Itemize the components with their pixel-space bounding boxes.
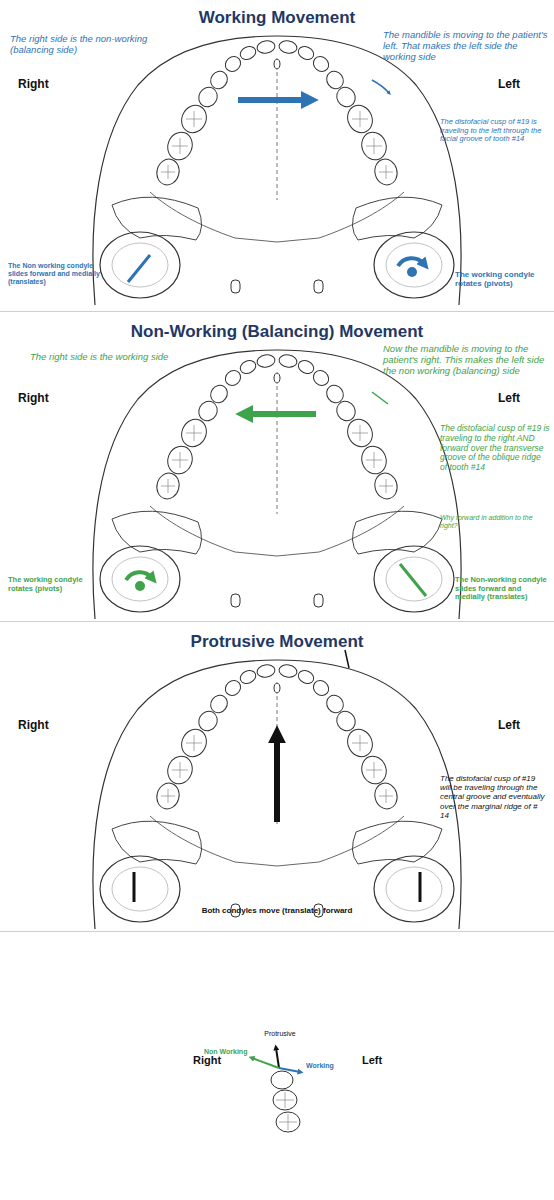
movement-arrow [274, 736, 280, 822]
condyle-translation [133, 872, 136, 902]
panel: Working MovementRight Left The right side … [0, 0, 554, 312]
movement-arrow [246, 411, 316, 417]
cusp-path [372, 392, 388, 404]
panel-title: Protrusive Movement [0, 632, 554, 652]
note-text: Now the mandible is moving to the patien… [383, 344, 548, 377]
tooth-grooves [276, 1092, 297, 1130]
panel: Non-Working (Balancing) MovementRight Lef… [0, 314, 554, 622]
cusp-path [345, 650, 349, 668]
side-label: Left [498, 392, 548, 406]
condyle-note: The Non-working condyle slides forward a… [455, 576, 550, 602]
panel: ProtrusiveNon WorkingWorkingRightLeft [0, 934, 554, 1200]
note-text: The distofacial cusp of #19 will be trav… [440, 774, 548, 820]
condyle-translation [400, 564, 426, 596]
rotation-arc [398, 258, 424, 266]
working-arrow [279, 1068, 300, 1072]
note-text: The distofacial cusp of #19 is traveling… [440, 118, 550, 144]
pivot-dot [407, 267, 417, 277]
movement-arrow [238, 97, 308, 103]
condyle-note: The working condyle rotates (pivots) [8, 576, 100, 593]
arrow-label: Working [306, 1062, 356, 1070]
maxillary-arch [93, 350, 461, 619]
condyle-note: Both condyles move (translate) forward [0, 906, 554, 915]
arrow-label: Protrusive [250, 1030, 310, 1038]
maxillary-arch [93, 36, 461, 305]
side-label: Right [18, 719, 68, 733]
panel-title: Non-Working (Balancing) Movement [0, 322, 554, 342]
non-working-arrow [252, 1058, 279, 1068]
rotation-arc [126, 572, 152, 580]
note-text: The distofacial cusp of #19 is traveling… [440, 424, 550, 473]
panel-title: Working Movement [0, 8, 554, 28]
side-label: Left [498, 78, 548, 92]
note-text: The right side is the working side [30, 352, 170, 363]
side-label: Right [193, 1054, 233, 1067]
cusp-path [372, 80, 389, 93]
side-label: Right [18, 78, 68, 92]
protrusive-arrow [276, 1048, 279, 1068]
maxillary-arch [93, 660, 461, 929]
note-text: The mandible is moving to the patient's … [383, 30, 548, 63]
note-text: The right side is the non-working (balan… [10, 34, 160, 56]
condyle-translation [419, 872, 422, 902]
summary-art [252, 1048, 300, 1132]
tooth [271, 1071, 293, 1089]
condyle-note: The Non working condyle slides forward a… [8, 262, 100, 286]
pivot-dot [135, 581, 145, 591]
balancing-panel-art [93, 350, 461, 619]
working-panel-art [93, 36, 461, 305]
side-label: Left [498, 719, 548, 733]
side-label: Left [362, 1054, 402, 1067]
panel: Protrusive MovementRight LeftThe distofac… [0, 624, 554, 932]
note-text: Why forward in addition to the right? [440, 514, 550, 530]
condyle-note: The working condyle rotates (pivots) [455, 270, 550, 288]
protrusive-panel-art [93, 650, 461, 929]
side-label: Right [18, 392, 68, 406]
condyle-translation [128, 255, 150, 282]
